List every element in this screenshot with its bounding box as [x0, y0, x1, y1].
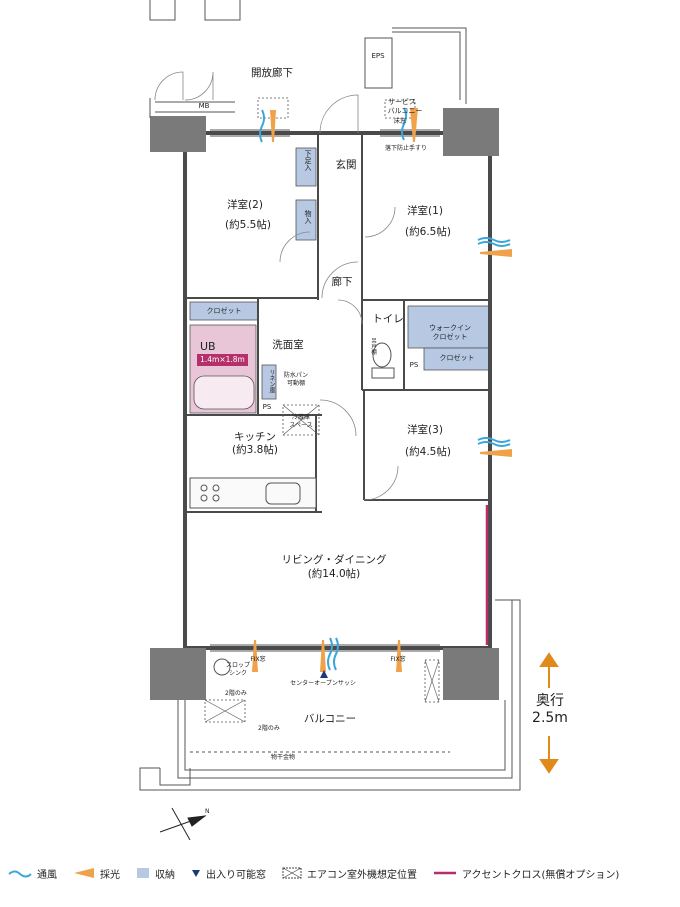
western3-size: (約4.5帖): [405, 446, 451, 458]
storage-fill: [295, 199, 317, 241]
depth-value: 2.5m: [532, 710, 568, 726]
legend-accent-label: アクセントクロス(無償オプション): [462, 869, 620, 881]
ub-size-tag: 1.4m×1.8m: [197, 354, 248, 366]
legend-accent: アクセントクロス(無償オプション): [433, 866, 619, 881]
toilet-bowl: [372, 342, 392, 368]
linen-fill: [261, 364, 277, 400]
eps-label: EPS: [371, 52, 385, 60]
fix-window-left: FIX窓: [250, 656, 266, 663]
center-sash-label: センターオープンサッシ: [290, 680, 356, 687]
corridor-label: 廊下: [331, 276, 353, 288]
kitchen-counter: [189, 477, 317, 509]
pillar-top-left: [150, 116, 206, 152]
kitchen-name: キッチン: [234, 431, 276, 443]
legend-light-label: 採光: [100, 869, 120, 881]
legend-light: 採光: [73, 866, 120, 881]
toilet-label: トイレ: [372, 313, 404, 325]
legend-storage: 収納: [136, 866, 175, 881]
waterproof-pan-line1: 防水パン: [283, 372, 309, 379]
compass-icon: [159, 807, 207, 840]
ub-label: UB: [200, 340, 216, 353]
fix-window-right: FIX窓: [390, 656, 406, 663]
bathtub: [193, 375, 255, 410]
washroom-label: 洗面室: [272, 339, 304, 351]
depth-label: 奥行: [536, 693, 564, 709]
fridge-line2: スペース: [289, 422, 313, 429]
linen-label: リネン庫: [268, 369, 275, 393]
access-icon: [192, 870, 200, 877]
legend-access: 出入り可能窓: [191, 866, 266, 881]
pillar-top-right: [443, 108, 499, 156]
entrance-label: 玄関: [335, 159, 357, 171]
walkin-line2: クロゼット: [432, 333, 468, 341]
western1-size: (約6.5帖): [405, 226, 451, 238]
slop-sink-line2: シンク: [228, 670, 248, 677]
depth-indicator: 奥行 2.5m: [522, 652, 578, 772]
floor-plan: [139, 0, 559, 840]
living-size: (約14.0帖): [307, 568, 361, 580]
shoe-storage-fill: [295, 147, 317, 187]
accent-cross-icon: [434, 871, 456, 875]
legend-ac-label: エアコン室外機想定位置: [307, 869, 417, 881]
fall-prevention-label: 落下防止手すり: [384, 145, 428, 152]
western1-name: 洋室(1): [407, 205, 443, 217]
legend-wind-label: 通風: [37, 869, 57, 881]
pillar-bottom-left: [150, 648, 206, 700]
compass-label: N: [205, 808, 210, 815]
legend-wind: 通風: [8, 866, 57, 881]
closet-label: クロゼット: [206, 307, 242, 315]
mb-label: MB: [198, 102, 210, 110]
living-name: リビング・ダイニング: [281, 554, 387, 566]
western2-size: (約5.5帖): [225, 219, 271, 231]
hiroi-label: 床窓: [393, 118, 407, 125]
storage-icon: [137, 868, 149, 878]
open-corridor-label: 開放廊下: [251, 67, 293, 79]
service-balcony-line2: バルコニー: [387, 107, 423, 115]
fridge-line1: 冷蔵庫: [291, 414, 311, 421]
legend-storage-label: 収納: [155, 869, 175, 881]
sink: [265, 482, 301, 505]
shoe-storage-label: 下足入: [304, 150, 312, 171]
storage-label: 物入: [304, 210, 312, 224]
ps-label-left: PS: [262, 403, 272, 411]
second-floor-only-1: 2階のみ: [225, 690, 247, 697]
legend-ac: エアコン室外機想定位置: [282, 866, 417, 881]
second-floor-only-2: 2階のみ: [258, 725, 280, 732]
ac-unit-icon: [282, 867, 302, 879]
legend: 通風 採光 収納 出入り可能窓 エアコン室外機想定位置 アクセントクロス(無償オ…: [8, 862, 672, 884]
wind-icon: [8, 870, 32, 878]
balcony-label: バルコニー: [303, 713, 357, 725]
western2-name: 洋室(2): [227, 199, 263, 211]
western3-name: 洋室(3): [407, 424, 443, 436]
waterproof-pan-line2: 可動棚: [286, 380, 306, 387]
service-balcony-line1: サービス: [388, 98, 416, 106]
pillar-bottom-right: [443, 648, 499, 700]
walkin-fill: [407, 305, 491, 349]
slop-sink-line1: スロップ: [225, 662, 251, 669]
legend-access-label: 出入り可能窓: [206, 869, 266, 881]
walkin-line1: ウォークイン: [429, 324, 471, 332]
kitchen-size: (約3.8帖): [232, 444, 278, 456]
ps-label-right: PS: [409, 361, 419, 369]
light-icon: [74, 868, 94, 878]
closet3-label: クロゼット: [439, 354, 475, 362]
laundry-label: 物干金物: [270, 754, 296, 761]
toilet-shelf-label: 吊戸棚: [370, 338, 376, 355]
